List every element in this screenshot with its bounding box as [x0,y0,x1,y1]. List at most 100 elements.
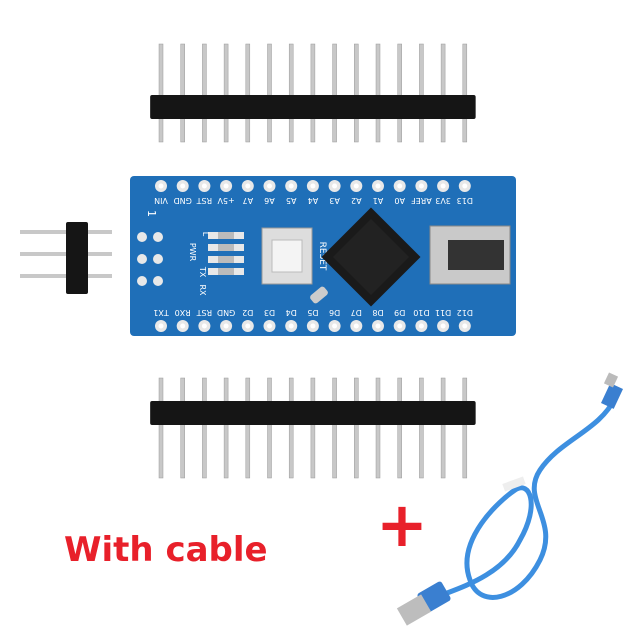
header-pin [310,377,316,479]
pad-hole [353,323,359,329]
pad-hole [267,323,272,329]
icsp-pad [137,276,147,286]
bottom-pin-header [150,377,476,479]
pad-hole [462,183,468,189]
pad-hole [332,323,338,329]
header-pin [223,43,229,143]
top-pin-label: VIN [154,196,168,205]
usb-cable [396,372,623,626]
pad-hole [375,183,381,189]
pad-hole [440,183,446,189]
pad-hole [245,183,251,189]
nano-board: VINTX1GNDRX0RSTRST+5VGNDA7D2A6D3A5D4A4D5… [130,176,516,336]
header-pin [375,377,381,479]
header-pin [267,377,272,479]
top-pin-label: +5V [217,196,235,205]
top-pin-label: A7 [243,196,254,205]
plus-sign: + [376,488,428,561]
led-body [218,268,234,275]
bottom-pin-label: D10 [413,308,429,317]
top-pin-label: A4 [308,196,319,205]
top-pin-label: A1 [373,196,384,205]
bottom-pin-label: TX1 [153,308,169,317]
bottom-pin-label: RST [197,308,213,317]
header-pin [245,377,251,479]
mini-usb-tip [603,372,619,388]
bottom-pin-label: RX0 [175,308,191,317]
reset-label: RESET [317,242,327,271]
header-pin [419,43,424,143]
icsp-pad [137,232,147,242]
top-pin-label: AREF [411,196,432,205]
caption-text: With cable [64,530,268,570]
header-pin [202,43,207,143]
pad-hole [310,323,316,329]
header-pin [419,377,424,479]
led-label-tx: TX [198,266,207,278]
bottom-pin-label: D8 [372,308,383,317]
bottom-pin-label: D11 [435,308,451,317]
icsp-pad [137,254,147,264]
header-pin [245,43,251,143]
header-pin [202,377,207,479]
pad-hole [310,183,316,189]
top-pin-label: D13 [457,196,473,205]
header-housing [150,401,476,425]
cable-tie [502,476,526,492]
header-housing [66,222,88,294]
header-pin [158,43,164,143]
pad-hole [418,183,424,189]
top-pin-header [150,43,476,143]
header-housing [150,95,476,119]
pad-hole [375,323,381,329]
top-pin-label: GND [174,196,192,205]
bottom-pin-label: D6 [329,308,340,317]
pad-hole [180,183,186,189]
usb-a-plug-metal [396,594,432,626]
pad-hole [201,183,207,189]
header-pin [354,377,359,479]
bottom-pin-label: D3 [264,308,275,317]
bottom-pin-label: D7 [351,308,362,317]
pad-hole [267,183,272,189]
pad-hole [462,323,468,329]
usb-opening [448,240,504,270]
pin-one-label: 1 [145,210,158,217]
pad-hole [158,183,164,189]
pad-hole [245,323,251,329]
header-pin [462,43,468,143]
top-pin-label: RST [197,196,213,205]
pad-hole [288,183,294,189]
top-pin-label: A0 [394,196,405,205]
header-pin [267,43,272,143]
pad-hole [223,323,229,329]
pad-hole [223,183,229,189]
icsp-pad [153,276,163,286]
top-pin-label: A2 [351,196,362,205]
header-pin [440,377,446,479]
top-pin-label: A5 [286,196,297,205]
led-body [218,256,234,263]
bottom-pin-label: D9 [394,308,405,317]
pad-hole [288,323,294,329]
header-pin [440,43,446,143]
header-pin [397,43,402,143]
pad-hole [397,183,403,189]
header-pin [180,377,185,479]
header-pin [288,377,294,479]
pad-hole [201,323,207,329]
crystal [310,286,328,304]
top-pin-label: A3 [329,196,340,205]
top-pin-label: 3V3 [435,196,451,205]
header-pin [310,43,316,143]
header-pin [332,43,337,143]
icsp-pin-header [20,222,112,294]
header-pin [288,43,294,143]
bottom-pin-label: GND [217,308,235,317]
header-pin [332,377,337,479]
pad-hole [353,183,359,189]
bottom-pin-label: D4 [286,308,297,317]
led-body [218,232,234,239]
pad-hole [332,183,338,189]
